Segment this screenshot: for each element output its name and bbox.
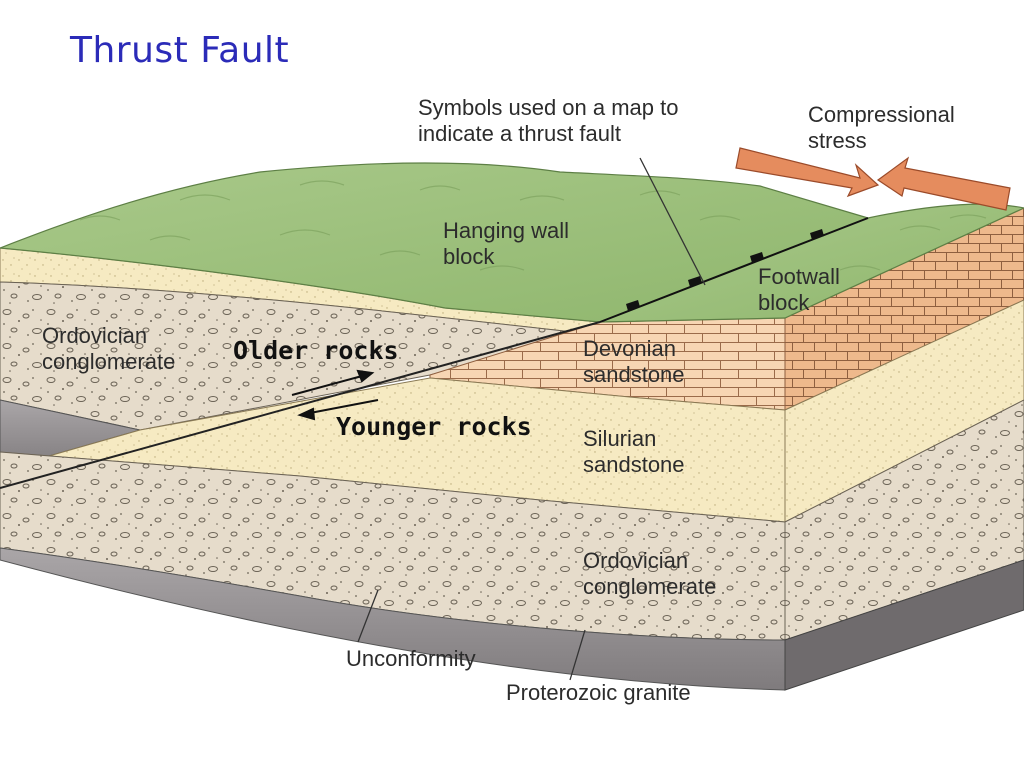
ordovician-right-label: Ordovician conglomerate [583,548,717,599]
leader-lines [357,157,706,681]
hanging-wall-grass-surface [0,162,870,323]
side-granite [784,559,1024,691]
footwall-grass-surface [599,203,1024,323]
hanging-wall-label: Hanging wall block [443,218,569,269]
unconformity-label: Unconformity [346,646,476,671]
older-rocks-label: Older rocks [233,336,399,365]
footwall-label: Footwall block [758,264,840,315]
map-symbols-label: Symbols used on a map to indicate a thru… [418,95,679,146]
compressional-stress-arrows [735,147,1011,211]
thrust-fault-map-symbols [626,229,824,311]
side-sandstone [784,299,1024,523]
proterozoic-granite-base [0,547,786,691]
younger-rocks-label: Younger rocks [336,412,532,441]
granite-label: Proterozoic granite [506,680,691,705]
fault-plane-front [0,321,601,489]
grass-texture [79,180,987,271]
compressional-stress-label: Compressional stress [808,102,955,153]
slip-arrows [291,369,379,421]
page-title: Thrust Fault [70,30,290,71]
ordovician-left-label: Ordovician conglomerate [42,323,176,374]
silurian-label: Silurian sandstone [583,426,685,477]
devonian-label: Devonian sandstone [583,336,685,387]
